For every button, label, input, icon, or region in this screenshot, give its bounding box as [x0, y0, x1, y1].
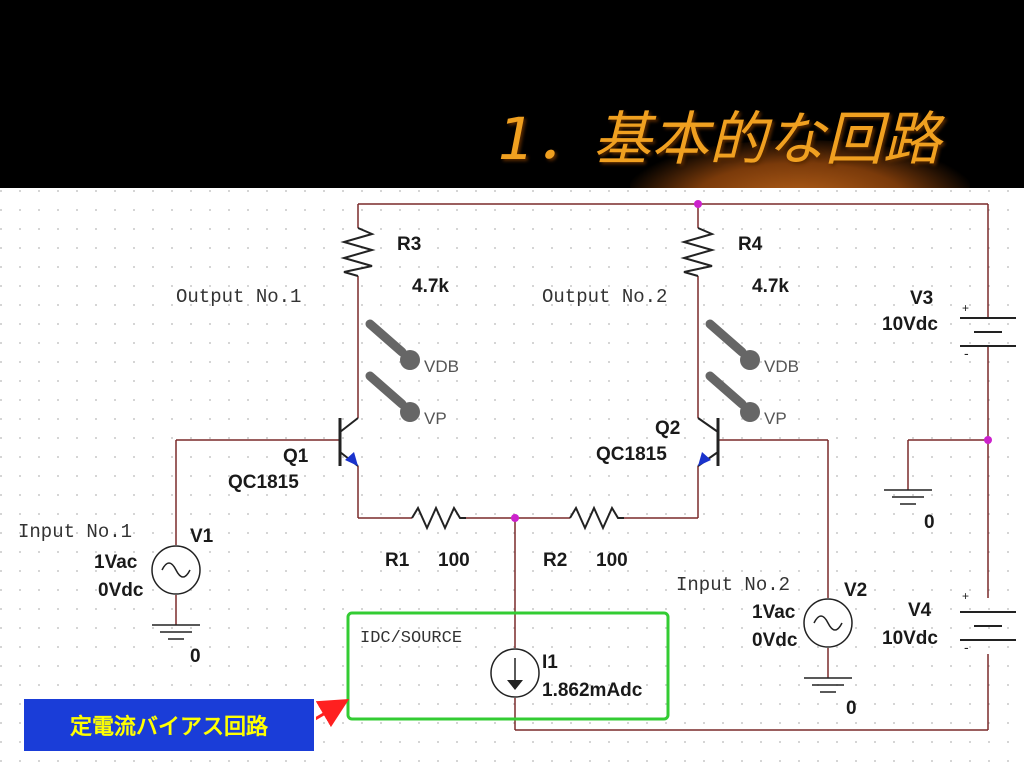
- output2-label: Output No.2: [542, 286, 667, 308]
- source-v1[interactable]: [151, 545, 201, 595]
- r4-value: 4.7k: [752, 276, 789, 297]
- resistor-r4[interactable]: [680, 227, 716, 277]
- r3-name: R3: [397, 234, 421, 255]
- ground-label-v2: 0: [846, 698, 857, 719]
- ground-symbol-v1: [152, 624, 200, 640]
- v1-ac: 1Vac: [94, 552, 138, 573]
- callout-label: 定電流バイアス回路: [22, 697, 316, 753]
- output1-label: Output No.1: [176, 286, 301, 308]
- constant-current-highlight-box: [346, 611, 670, 721]
- resistor-r1[interactable]: [411, 505, 466, 531]
- transistor-q2[interactable]: [697, 417, 720, 467]
- probe-vp-left[interactable]: [365, 371, 420, 422]
- q1-model: QC1815: [228, 472, 299, 493]
- v3-minus-sign: -: [964, 345, 969, 361]
- probe-vp-right[interactable]: [705, 371, 760, 422]
- r2-name: R2: [543, 550, 567, 571]
- resistor-r2[interactable]: [569, 505, 624, 531]
- probe-vdb-left-label: VDB: [424, 357, 459, 376]
- source-v2[interactable]: [803, 598, 853, 648]
- ground-symbol-v2: [804, 677, 852, 693]
- probe-vdb-right[interactable]: [705, 319, 760, 370]
- v3-value: 10Vdc: [882, 314, 938, 335]
- i1-name: I1: [542, 652, 558, 673]
- v4-name: V4: [908, 600, 932, 621]
- v4-plus-sign: +: [962, 589, 969, 603]
- r2-value: 100: [596, 550, 628, 571]
- probe-vdb-right-label: VDB: [764, 357, 799, 376]
- slide-title: 1．基本的な回路: [498, 105, 941, 173]
- v4-minus-sign: -: [964, 639, 969, 655]
- i1-value: 1.862mAdc: [542, 680, 643, 701]
- q2-name: Q2: [655, 418, 680, 439]
- transistor-q1[interactable]: [338, 417, 359, 467]
- probe-vdb-left[interactable]: [365, 319, 420, 370]
- input1-label: Input No.1: [18, 521, 132, 543]
- probe-vp-left-label: VP: [424, 409, 447, 428]
- ground-label-v1: 0: [190, 646, 201, 667]
- q1-name: Q1: [283, 446, 309, 467]
- r3-value: 4.7k: [412, 276, 449, 297]
- ground-symbol-supply: [884, 489, 932, 505]
- r1-value: 100: [438, 550, 470, 571]
- v3-name: V3: [910, 288, 933, 309]
- input2-label: Input No.2: [676, 574, 790, 596]
- resistor-r3[interactable]: [340, 227, 376, 277]
- junctions: [511, 200, 992, 522]
- schematic-sheet: R3 4.7k R4 4.7k R1 100 R2 100 Q1 QC1815 …: [0, 188, 1024, 768]
- q2-model: QC1815: [596, 444, 667, 465]
- v2-ac: 1Vac: [752, 602, 796, 623]
- v1-name: V1: [190, 526, 214, 547]
- r1-name: R1: [385, 550, 410, 571]
- r4-name: R4: [738, 234, 763, 255]
- current-source-i1[interactable]: [490, 648, 540, 698]
- ground-label-supply: 0: [924, 512, 935, 533]
- v2-name: V2: [844, 580, 867, 601]
- idc-source-label: IDC/SOURCE: [360, 629, 462, 648]
- v3-plus-sign: +: [962, 301, 969, 315]
- probe-vp-right-label: VP: [764, 409, 787, 428]
- v4-value: 10Vdc: [882, 628, 938, 649]
- battery-v4[interactable]: [960, 611, 1016, 641]
- v2-dc: 0Vdc: [752, 630, 798, 651]
- battery-v3[interactable]: [960, 317, 1016, 347]
- v1-dc: 0Vdc: [98, 580, 144, 601]
